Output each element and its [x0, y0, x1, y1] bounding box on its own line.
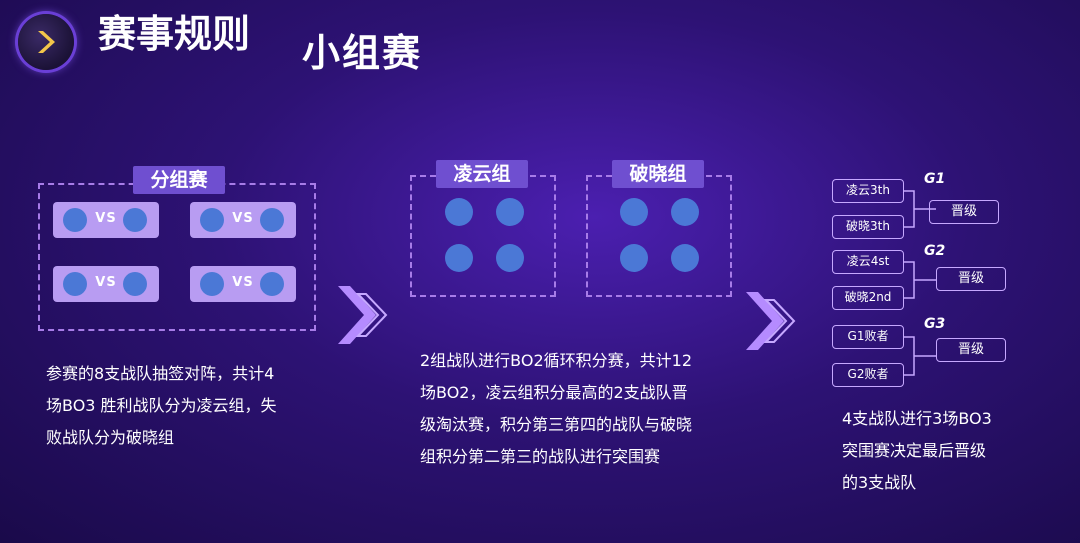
team-dot	[671, 198, 699, 226]
team-dot	[445, 198, 473, 226]
double-chevron-icon	[338, 286, 388, 344]
team-dot	[200, 272, 224, 296]
team-dot	[260, 208, 284, 232]
team-dot	[671, 244, 699, 272]
stage3-description: 4支战队进行3场BO3 突围赛决定最后晋级 的3支战队	[842, 409, 992, 492]
page-title: 小组赛	[302, 31, 423, 75]
advance-badge: 晋级	[929, 200, 999, 224]
vs-label: VS	[232, 211, 254, 226]
team-dot	[63, 272, 87, 296]
team-dot	[496, 244, 524, 272]
stage1-description: 参赛的8支战队抽签对阵，共计4 场BO3 胜利战队分为凌云组，失 败战队分为破晓…	[46, 364, 277, 447]
team-dot	[445, 244, 473, 272]
group-a-box	[410, 175, 556, 297]
stage1-label: 分组赛	[133, 166, 225, 194]
match-card: VS	[190, 202, 296, 238]
group-g1-label: G1	[924, 171, 946, 187]
match-card: VS	[53, 266, 159, 302]
chevron-right-icon	[38, 31, 55, 53]
team-dot	[200, 208, 224, 232]
team-dot	[496, 198, 524, 226]
bracket-lines	[904, 190, 936, 376]
vs-label: VS	[95, 275, 117, 290]
bracket-team: 凌云3th	[832, 179, 904, 203]
group-a-label: 凌云组	[436, 160, 528, 188]
double-chevron-icon	[746, 292, 796, 350]
bracket-team: 破晓3th	[832, 215, 904, 239]
team-dot	[123, 208, 147, 232]
team-dot	[620, 198, 648, 226]
match-card: VS	[53, 202, 159, 238]
group-b-label: 破晓组	[612, 160, 704, 188]
stage2-description: 2组战队进行BO2循环积分赛，共计12 场BO2，凌云组积分最高的2支战队晋 级…	[420, 351, 693, 466]
group-g2-label: G2	[924, 243, 946, 259]
bracket-team: 破晓2nd	[832, 286, 904, 310]
logo	[18, 14, 74, 70]
vs-label: VS	[232, 275, 254, 290]
bracket-team: 凌云4st	[832, 250, 904, 274]
group-b-box	[586, 175, 732, 297]
advance-badge: 晋级	[936, 267, 1006, 291]
title-partial: 赛事规则	[98, 12, 251, 56]
group-g3-label: G3	[924, 316, 946, 332]
bracket-team: G2败者	[832, 363, 904, 387]
advance-badge: 晋级	[936, 338, 1006, 362]
vs-label: VS	[95, 211, 117, 226]
bracket-team: G1败者	[832, 325, 904, 349]
match-card: VS	[190, 266, 296, 302]
team-dot	[260, 272, 284, 296]
team-dot	[123, 272, 147, 296]
team-dot	[63, 208, 87, 232]
team-dot	[620, 244, 648, 272]
